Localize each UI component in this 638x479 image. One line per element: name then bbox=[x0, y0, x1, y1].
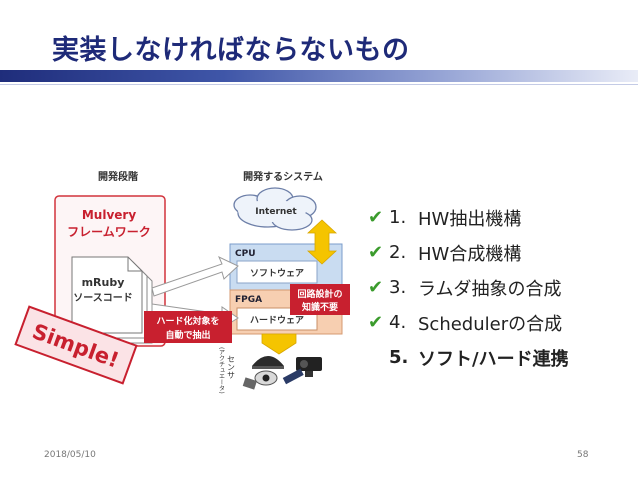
sensor-devices-image bbox=[242, 356, 322, 390]
auto-extract-callout bbox=[144, 311, 232, 343]
no-circuit-knowledge-callout bbox=[290, 284, 350, 315]
page-number: 58 bbox=[577, 450, 589, 460]
module-icon bbox=[242, 377, 257, 390]
sensor-label: センサ bbox=[227, 355, 236, 379]
yellow-arrow-internet-cpu bbox=[306, 219, 338, 265]
cpu-label: CPU bbox=[235, 249, 256, 259]
list-item: 5. ソフト/ハード連携 bbox=[368, 340, 569, 375]
actuator-label: (アクチュエータ) bbox=[218, 347, 225, 394]
list-item: ✔ 1. HW抽出機構 bbox=[368, 200, 569, 235]
list-item: ✔ 2. HW合成機構 bbox=[368, 235, 569, 270]
header-dev-stage: 開発段階 bbox=[98, 170, 138, 183]
check-icon: ✔ bbox=[368, 242, 384, 263]
document-icon bbox=[71, 256, 143, 334]
list-item-text: Schedulerの合成 bbox=[418, 313, 563, 335]
camera-icon bbox=[296, 357, 322, 371]
internet-cloud-icon bbox=[233, 187, 317, 231]
source-code-label: ソースコード bbox=[73, 292, 133, 304]
auto-extract-line1: ハード化対象を bbox=[156, 315, 219, 327]
slide-title: 実装しなければならないもの bbox=[52, 35, 410, 66]
list-item: ✔ 3. ラムダ抽象の合成 bbox=[368, 270, 569, 305]
mruby-label: mRuby bbox=[82, 276, 125, 289]
hardware-label: ハードウェア bbox=[250, 315, 304, 326]
list-item-text: ソフト/ハード連携 bbox=[418, 348, 569, 370]
list-item-text: HW抽出機構 bbox=[418, 208, 522, 230]
fpga-label: FPGA bbox=[235, 295, 262, 305]
implementation-checklist: ✔ 1. HW抽出機構 ✔ 2. HW合成機構 ✔ 3. ラムダ抽象の合成 ✔ … bbox=[368, 200, 569, 375]
slide-date: 2018/05/10 bbox=[44, 450, 96, 460]
auto-extract-line2: 自動で抽出 bbox=[165, 329, 210, 341]
list-item-text: HW合成機構 bbox=[418, 243, 522, 265]
software-label: ソフトウェア bbox=[250, 268, 304, 279]
yellow-arrow-fpga-sensor bbox=[261, 333, 297, 355]
list-item: ✔ 4. Schedulerの合成 bbox=[368, 305, 569, 340]
list-item-number: 3. bbox=[389, 277, 407, 298]
list-item-text: ラムダ抽象の合成 bbox=[418, 278, 562, 300]
list-item-number: 5. bbox=[389, 347, 409, 368]
header-dev-system: 開発するシステム bbox=[243, 170, 323, 183]
list-item-number: 4. bbox=[389, 312, 407, 333]
software-box bbox=[236, 260, 318, 284]
check-icon: ✔ bbox=[368, 312, 384, 333]
no-circuit-line1: 回路設計の bbox=[297, 288, 342, 300]
mulvery-subtitle: フレームワーク bbox=[67, 225, 151, 239]
no-circuit-line2: 知識不要 bbox=[301, 301, 338, 313]
title-bar-line bbox=[0, 84, 638, 85]
board-icon bbox=[282, 368, 304, 385]
list-item-number: 2. bbox=[389, 242, 407, 263]
title-bar bbox=[0, 70, 638, 82]
camera-dome-icon bbox=[252, 356, 284, 366]
internet-label: Internet bbox=[255, 207, 297, 217]
check-icon: ✔ bbox=[368, 277, 384, 298]
list-item-number: 1. bbox=[389, 207, 407, 228]
mulvery-title: Mulvery bbox=[82, 208, 136, 222]
arrow-to-software bbox=[151, 255, 239, 297]
check-icon: ✔ bbox=[368, 207, 384, 228]
mruby-source-pages bbox=[71, 256, 153, 344]
